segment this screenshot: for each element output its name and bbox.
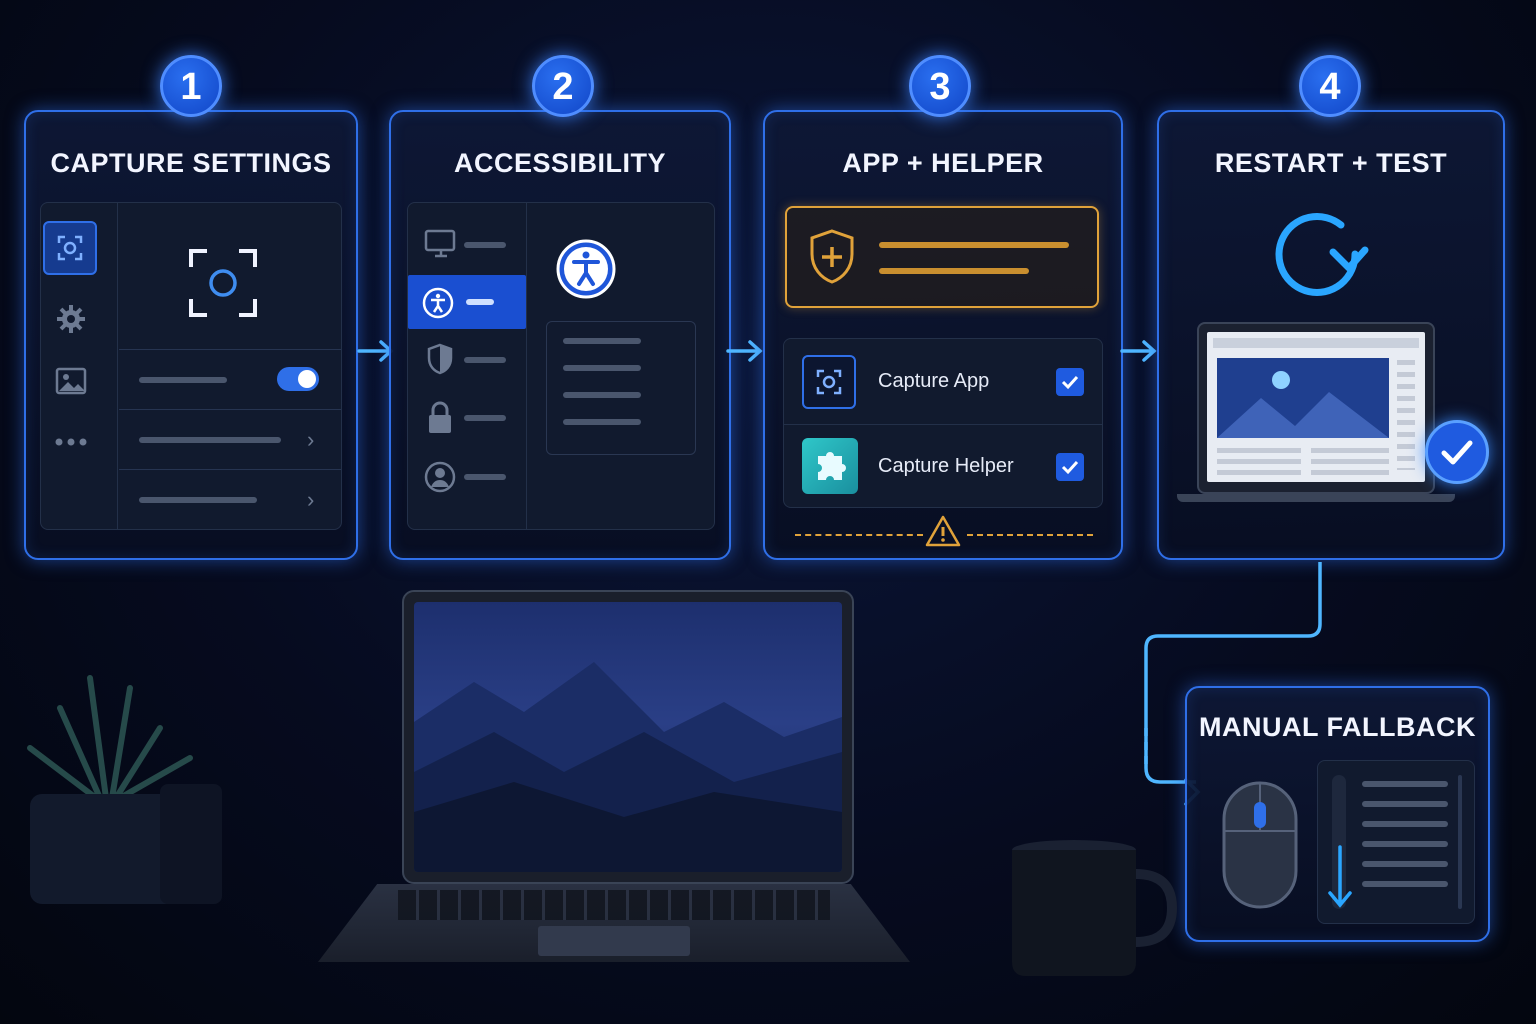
app-name: Capture Helper: [878, 455, 1014, 477]
accessibility-icon: [556, 239, 616, 299]
settings-window: › ›: [40, 202, 342, 530]
step-badge-3: 3: [909, 55, 971, 117]
accessibility-window: [407, 202, 715, 530]
capture-toggle[interactable]: [277, 367, 319, 391]
image-icon[interactable]: [55, 367, 87, 395]
viewfinder-icon: [187, 247, 259, 319]
mouse-icon: [1221, 780, 1299, 910]
laptop-preview: [1197, 322, 1435, 494]
plant-decoration: [20, 668, 230, 908]
fallback-title: MANUAL FALLBACK: [1199, 712, 1476, 742]
step-panel-capture-settings: CAPTURE SETTINGS › ›: [24, 110, 358, 560]
step-title: ACCESSIBILITY: [453, 148, 667, 178]
step-panel-accessibility: ACCESSIBILITY: [389, 110, 731, 560]
step-title: RESTART + TEST: [1214, 148, 1448, 178]
checkbox-checked[interactable]: [1056, 368, 1084, 396]
capture-app-icon: [802, 355, 856, 409]
step-panel-app-helper: APP + HELPER Capture App Capture Helper: [763, 110, 1123, 560]
app-name: Capture App: [878, 370, 990, 392]
gear-icon[interactable]: [55, 303, 87, 335]
restart-icon: [1263, 204, 1379, 304]
step-title: CAPTURE SETTINGS: [50, 148, 332, 178]
chevron-right-icon[interactable]: ›: [307, 427, 315, 452]
checkbox-checked[interactable]: [1056, 453, 1084, 481]
mug-decoration: [1010, 838, 1180, 978]
list-item[interactable]: Capture App: [784, 339, 1102, 425]
step-badge-1: 1: [160, 55, 222, 117]
chevron-right-icon[interactable]: ›: [307, 487, 315, 512]
puzzle-icon: [802, 438, 858, 494]
settings-sidebar: [41, 203, 118, 529]
step-title: APP + HELPER: [842, 148, 1044, 178]
shield-plus-icon: [807, 228, 857, 286]
permission-list: [546, 321, 696, 455]
success-check-icon: [1425, 420, 1489, 484]
lock-icon: [426, 401, 454, 435]
scroll-document: [1317, 760, 1475, 924]
list-item[interactable]: Capture Helper: [784, 424, 1102, 509]
warning-icon: [925, 514, 961, 548]
step-badge-2: 2: [532, 55, 594, 117]
arrow-right-icon: [1120, 338, 1160, 364]
manual-fallback-panel: MANUAL FALLBACK: [1185, 686, 1490, 942]
desk-laptop: [318, 588, 910, 972]
display-icon: [424, 229, 458, 259]
capture-sidebar-icon[interactable]: [43, 221, 97, 275]
step-panel-restart-test: RESTART + TEST: [1157, 110, 1505, 560]
user-icon: [424, 461, 456, 493]
security-notice: [785, 206, 1099, 308]
shield-icon: [426, 343, 454, 375]
step-badge-4: 4: [1299, 55, 1361, 117]
arrow-right-icon: [726, 338, 766, 364]
app-list: Capture App Capture Helper: [783, 338, 1103, 508]
more-icon[interactable]: [55, 437, 87, 447]
sidebar-item-accessibility[interactable]: [408, 275, 526, 329]
scroll-down-arrow-icon: [1328, 845, 1352, 911]
